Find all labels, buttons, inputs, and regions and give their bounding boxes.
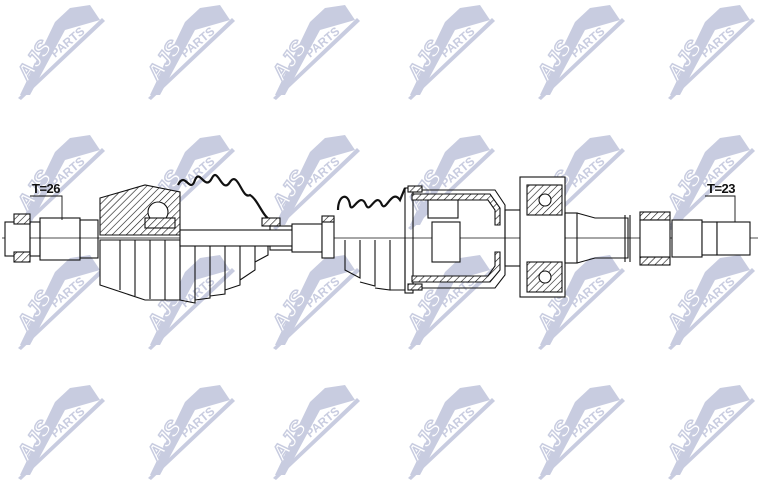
right-spline-tooth-count-label: T=23 bbox=[707, 181, 736, 196]
inner-boot bbox=[336, 187, 407, 291]
left-spline-tooth-count-label: T=26 bbox=[32, 181, 61, 196]
support-bearing bbox=[519, 176, 578, 298]
right-spline-end bbox=[576, 211, 751, 266]
inner-tripod-joint bbox=[404, 185, 526, 294]
left-spline-end bbox=[4, 213, 99, 263]
outer-cv-joint bbox=[99, 184, 181, 301]
